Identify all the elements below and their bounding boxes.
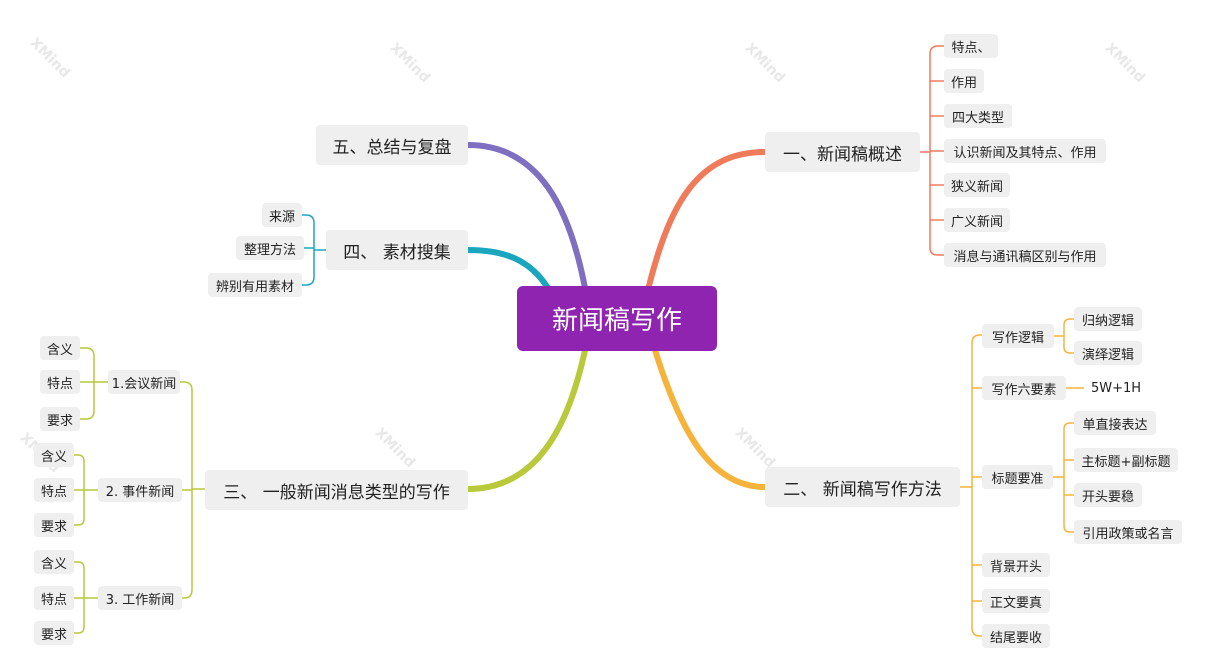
types-sub[interactable]: 3. 工作新闻 — [98, 586, 182, 610]
headline-item[interactable]: 单直接表达 — [1074, 411, 1156, 435]
types-leaf[interactable]: 含义 — [34, 443, 74, 467]
methods-headline[interactable]: 标题要准 — [982, 465, 1053, 489]
overview-item[interactable]: 特点、 — [944, 34, 998, 58]
topic-methods[interactable]: 二、 新闻稿写作方法 — [765, 467, 960, 507]
types-leaf[interactable]: 特点 — [34, 586, 74, 610]
overview-item[interactable]: 消息与通讯稿区别与作用 — [944, 243, 1106, 267]
overview-item[interactable]: 广义新闻 — [944, 208, 1010, 232]
topic-overview[interactable]: 一、新闻稿概述 — [765, 132, 920, 172]
curve-material — [465, 247, 551, 291]
headline-item[interactable]: 开头要稳 — [1074, 483, 1142, 507]
material-item[interactable]: 来源 — [262, 203, 302, 227]
material-item[interactable]: 辨别有用素材 — [208, 273, 302, 297]
overview-item[interactable]: 狭义新闻 — [944, 173, 1010, 197]
types-leaf[interactable]: 要求 — [40, 407, 80, 431]
methods-item[interactable]: 正文要真 — [982, 589, 1050, 613]
types-leaf[interactable]: 特点 — [34, 478, 74, 502]
methods-item[interactable]: 背景开头 — [982, 553, 1050, 577]
topic-summary[interactable]: 五、总结与复盘 — [316, 125, 468, 165]
curve-summary — [465, 142, 588, 291]
topic-material[interactable]: 四、 素材搜集 — [326, 230, 468, 270]
methods-logic[interactable]: 写作逻辑 — [982, 324, 1054, 348]
logic-item[interactable]: 演绎逻辑 — [1074, 341, 1142, 365]
methods-item[interactable]: 结尾要收 — [982, 624, 1050, 648]
types-leaf[interactable]: 特点 — [40, 370, 80, 394]
headline-item[interactable]: 主标题+副标题 — [1074, 448, 1178, 472]
logic-item[interactable]: 归纳逻辑 — [1074, 307, 1142, 331]
material-item[interactable]: 整理方法 — [236, 236, 304, 260]
types-leaf[interactable]: 含义 — [34, 550, 74, 574]
six-item[interactable]: 5W+1H — [1084, 376, 1148, 400]
overview-item[interactable]: 认识新闻及其特点、作用 — [944, 139, 1106, 163]
types-leaf[interactable]: 含义 — [40, 336, 80, 360]
types-leaf[interactable]: 要求 — [34, 621, 74, 645]
overview-item[interactable]: 作用 — [944, 69, 984, 93]
types-leaf[interactable]: 要求 — [34, 513, 74, 537]
types-sub[interactable]: 2. 事件新闻 — [98, 478, 182, 502]
curve-types — [465, 347, 588, 492]
headline-item[interactable]: 引用政策或名言 — [1074, 520, 1182, 544]
types-sub[interactable]: 1.会议新闻 — [108, 370, 180, 394]
root-topic[interactable]: 新闻稿写作 — [517, 286, 717, 351]
curve-overview — [645, 149, 768, 293]
curve-methods — [652, 347, 768, 490]
topic-types[interactable]: 三、 一般新闻消息类型的写作 — [205, 470, 468, 510]
methods-six-elements[interactable]: 写作六要素 — [982, 376, 1066, 400]
overview-item[interactable]: 四大类型 — [944, 104, 1012, 128]
